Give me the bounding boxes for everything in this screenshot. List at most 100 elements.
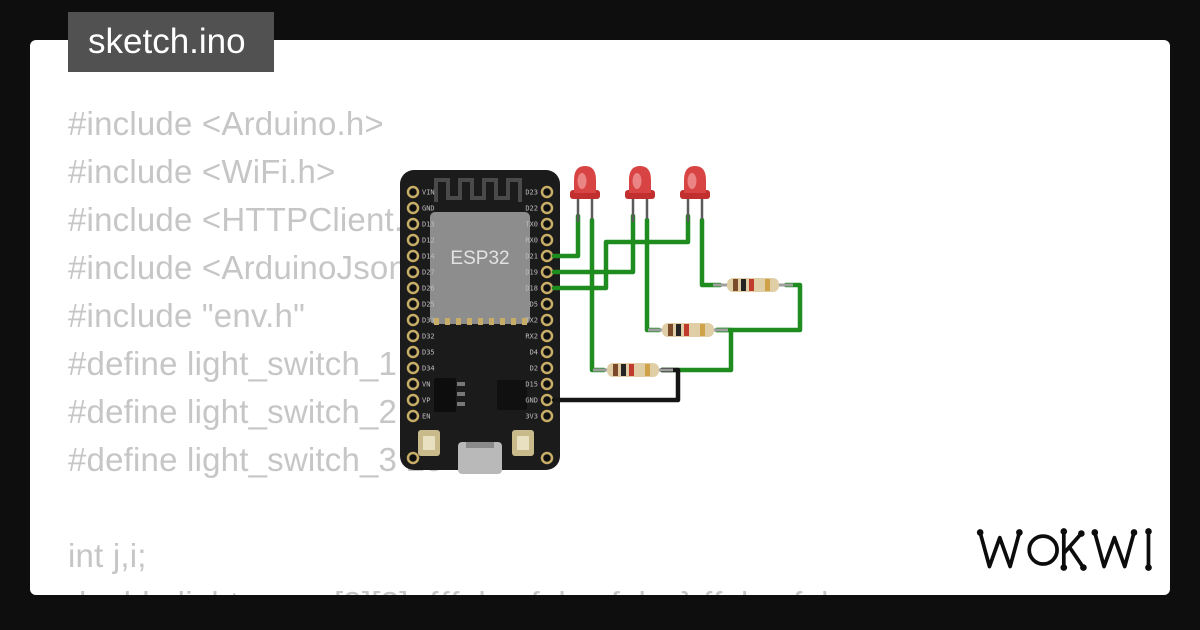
pin-hole [540, 329, 554, 343]
pin-hole [540, 313, 554, 327]
chip-pad [511, 318, 516, 325]
sketch-tab[interactable]: sketch.ino [68, 12, 274, 72]
pin-label: D35 [422, 349, 435, 357]
chip-pad [478, 318, 483, 325]
pin-label: D25 [422, 301, 435, 309]
pin-hole [406, 281, 420, 295]
pin-label: D26 [422, 285, 435, 293]
pin-hole [540, 265, 554, 279]
chip-pad [500, 318, 505, 325]
green-wire[interactable] [551, 213, 636, 275]
logo-letter-o [1027, 534, 1059, 566]
led-red[interactable] [680, 166, 710, 222]
code-line: #define light_switch_1 [68, 345, 398, 382]
logo-letter-k [1062, 531, 1084, 554]
code-line: #include "env.h" [68, 297, 306, 334]
pin-hole [406, 217, 420, 231]
logo-letter-k [1068, 546, 1086, 570]
pin-label: D15 [525, 381, 538, 389]
voltage-regulator [434, 378, 456, 412]
pin-hole [406, 233, 420, 247]
regulator-leg [457, 392, 465, 396]
en-button[interactable] [512, 430, 534, 456]
pin-hole [540, 185, 554, 199]
pin-hole [406, 329, 420, 343]
usb-connector [458, 442, 502, 474]
green-wire[interactable] [551, 213, 691, 291]
chip-label: ESP32 [450, 248, 509, 269]
pin-label: RX2 [525, 333, 538, 341]
pin-hole [540, 233, 554, 247]
pin-label: VP [422, 397, 430, 405]
pin-hole [406, 265, 420, 279]
code-line: int j,i; [68, 537, 147, 574]
code-line: double light_array[3][3]={{false,false,f… [68, 580, 864, 595]
sketch-tab-label: sketch.ino [88, 22, 246, 61]
pin-hole [406, 313, 420, 327]
pin-hole [540, 361, 554, 375]
pin-hole [540, 281, 554, 295]
code-line: #include <WiFi.h> [68, 153, 336, 190]
green-wire[interactable] [589, 217, 607, 373]
resistor[interactable] [713, 278, 793, 292]
pin-label: D19 [525, 269, 538, 277]
code-line: #include <Arduino.h> [68, 105, 384, 142]
chip-pad [522, 318, 527, 325]
pin-hole [540, 451, 554, 465]
pin-hole [540, 201, 554, 215]
chip-pad [456, 318, 461, 325]
logo-node-dots [976, 528, 1152, 571]
usb-opening [466, 442, 494, 448]
pin-label: D12 [422, 237, 435, 245]
chip-pad [489, 318, 494, 325]
resistor[interactable] [648, 323, 728, 337]
pin-hole [406, 377, 420, 391]
pin-label: D32 [422, 333, 435, 341]
pin-label: D33 [422, 317, 435, 325]
pin-label: GND [422, 205, 435, 213]
pin-label: D2 [530, 365, 538, 373]
pin-hole [406, 249, 420, 263]
pin-hole [540, 393, 554, 407]
code-line: #define light_switch_2 [68, 393, 398, 430]
pin-label: VN [422, 381, 430, 389]
pin-label: D23 [525, 189, 538, 197]
led-red[interactable] [625, 166, 655, 222]
pin-label: D5 [530, 301, 538, 309]
pin-hole [406, 393, 420, 407]
pin-hole [540, 249, 554, 263]
pin-label: D4 [530, 349, 538, 357]
chip-pad [467, 318, 472, 325]
pin-label: D27 [422, 269, 435, 277]
ic-chip [497, 380, 527, 410]
esp32-chip [430, 212, 530, 324]
green-wire[interactable] [699, 217, 723, 288]
chip-pad [445, 318, 450, 325]
pin-label: GND [525, 397, 538, 405]
pin-hole [406, 361, 420, 375]
antenna-trace [434, 178, 522, 202]
pin-label: TX0 [525, 221, 538, 229]
logo-letter-w [1092, 530, 1136, 569]
pin-label: VIN [422, 189, 435, 197]
pin-hole [540, 409, 554, 423]
pin-label: D18 [525, 285, 538, 293]
green-wire[interactable] [551, 213, 581, 259]
resistor[interactable] [593, 363, 673, 377]
pin-hole [540, 217, 554, 231]
led-red[interactable] [570, 166, 600, 222]
pin-label: TX2 [525, 317, 538, 325]
pin-label: D21 [525, 253, 538, 261]
regulator-leg [457, 382, 465, 386]
green-wire[interactable] [644, 217, 662, 333]
pin-hole [406, 451, 420, 465]
pin-hole [406, 345, 420, 359]
chip-pad [434, 318, 439, 325]
pin-hole [540, 297, 554, 311]
pin-hole [406, 201, 420, 215]
boot-button[interactable] [418, 430, 440, 456]
logo-letter-w [978, 530, 1022, 569]
pin-hole [540, 377, 554, 391]
